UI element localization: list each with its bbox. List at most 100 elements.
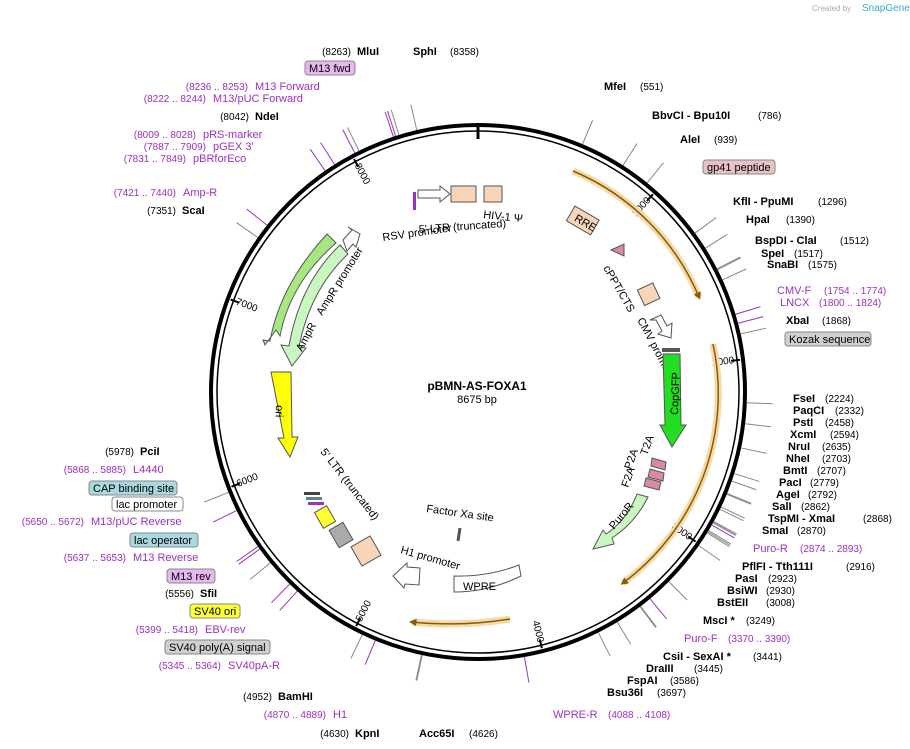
svg-text:lac operator: lac operator — [134, 535, 192, 547]
leader-line-37 — [236, 222, 259, 238]
primer-labels: (8236 .. 8253) M13 Forward (8222 .. 8244… — [22, 81, 887, 721]
site-name-snabi: SnaBI — [767, 259, 798, 271]
primer-pos-prs-marker: (8009 .. 8028) — [134, 130, 196, 141]
site-name-nhei: NheI — [786, 453, 810, 465]
orf-arc-2 — [620, 343, 720, 585]
site-name-paci: PacI — [779, 477, 802, 489]
site-name-xcmi: XcmI — [790, 429, 816, 441]
site-pos-paqci: (2332) — [835, 406, 864, 417]
site-name-smai: SmaI — [762, 525, 788, 537]
site-pos-xbai: (1868) — [822, 316, 851, 327]
site-name-sfii: SfiI — [200, 588, 217, 600]
leader-line-53 — [238, 548, 260, 565]
leader-line-38 — [346, 127, 360, 152]
tick-mark-7 — [353, 158, 360, 168]
box-lac-promoter: lac promoter — [111, 496, 184, 512]
primer-pos-h1: (4870 .. 4889) — [264, 710, 326, 721]
site-pos-fsei: (2224) — [825, 394, 854, 405]
leader-line-55 — [212, 510, 237, 523]
leader-line-47 — [711, 524, 735, 539]
leader-line-5 — [694, 217, 717, 234]
box-lac-operator: lac operator — [129, 532, 199, 548]
primer-pos-pgex3: (7887 .. 7909) — [144, 142, 206, 153]
leader-line-31 — [597, 632, 611, 657]
site-name-pcii: PciI — [140, 446, 160, 458]
primer-name-l4440: L4440 — [133, 464, 164, 476]
site-name-sali: SalI — [772, 501, 792, 513]
primer-name-cmv-f: CMV-F — [777, 285, 812, 297]
site-name-mlui: MluI — [357, 46, 379, 58]
site-pos-mlui: (8263) — [322, 47, 351, 58]
primer-name-ebv-rev: EBV-rev — [205, 624, 246, 636]
site-pos-fspai: (3586) — [670, 676, 699, 687]
feature-ampr-promoter-arrow — [342, 226, 361, 252]
leader-line-51 — [279, 590, 298, 611]
leader-line-1 — [410, 104, 418, 131]
site-pos-paci: (2779) — [810, 478, 839, 489]
site-pos-acc65i: (4626) — [469, 729, 498, 740]
leader-line-4 — [646, 162, 664, 184]
feature-label-f2a: F2A — [620, 465, 638, 489]
leader-line-24 — [707, 531, 731, 546]
leader-line-52 — [271, 583, 291, 604]
feature-label-copgfp: CopGFP — [669, 372, 682, 415]
primer-pos-pbrforeco: (7831 .. 7849) — [124, 154, 186, 165]
feature-sv40-ori-box — [313, 505, 337, 529]
feature-cmv-arrow — [649, 314, 673, 339]
site-name-xbai: XbaI — [786, 315, 809, 327]
feature-cppt-box — [636, 282, 661, 307]
leader-line-6 — [705, 233, 728, 249]
site-pos-bspdi: (1512) — [840, 236, 869, 247]
site-pos-tspmi: (2868) — [863, 514, 892, 525]
feature-wpre-box — [453, 564, 522, 593]
site-pos-spei: (1517) — [794, 249, 823, 260]
primer-name-puro-r: Puro-R — [753, 543, 788, 555]
tick-label-4: 5000 — [354, 598, 374, 623]
site-pos-draiii: (3445) — [694, 664, 723, 675]
feature-ampr-arrow — [280, 244, 349, 367]
site-pos-sphi: (8358) — [450, 47, 479, 58]
plasmid-length: 8675 bp — [457, 394, 497, 406]
box-cap-binding-site: CAP binding site — [88, 480, 178, 496]
site-pos-bmti: (2707) — [817, 466, 846, 477]
site-name-psti: PstI — [793, 417, 813, 429]
primer-name-m13puc-reverse: M13/pUC Reverse — [91, 516, 181, 528]
primer-pos-amp-r: (7421 .. 7440) — [114, 188, 176, 199]
leader-line-32 — [416, 655, 423, 681]
enzyme-labels: (8263) MluI SphI (8358) MfeI (551) BbvCI… — [105, 46, 892, 740]
leader-line-54 — [236, 546, 259, 562]
primer-pos-sv40pa-r: (5345 .. 5364) — [159, 661, 221, 672]
feature-f2a — [643, 477, 662, 491]
site-name-kpni: KpnI — [355, 728, 379, 740]
feature-gp41-arrow — [609, 243, 625, 257]
feature-5ltr-bottom-box — [350, 535, 382, 567]
site-name-spei: SpeI — [761, 248, 784, 260]
site-name-ndei: NdeI — [255, 111, 279, 123]
site-pos-sfii: (5556) — [165, 589, 194, 600]
site-name-paqci: PaqCI — [793, 405, 824, 417]
leader-line-15 — [731, 480, 757, 491]
leader-line-3 — [622, 143, 638, 166]
site-pos-nhei: (2703) — [822, 454, 851, 465]
site-pos-bbvci: (786) — [758, 111, 781, 122]
primer-pos-m13-forward: (8236 .. 8253) — [186, 82, 248, 93]
svg-text:M13 fwd: M13 fwd — [309, 63, 351, 75]
primer-name-wpre-r: WPRE-R — [553, 709, 598, 721]
leader-line-36 — [204, 491, 229, 503]
leader-line-8 — [717, 257, 741, 271]
primer-name-prs-marker: pRS-marker — [203, 129, 263, 141]
leader-line-2 — [582, 119, 594, 145]
site-name-bbvci: BbvCI - Bpu10I — [652, 110, 730, 122]
feature-lac-mark-1 — [304, 492, 320, 495]
leader-line-27 — [668, 581, 688, 601]
feature-factor-xa-mark — [456, 527, 462, 542]
primer-name-m13-forward: M13 Forward — [255, 81, 320, 93]
svg-text:Kozak sequence: Kozak sequence — [789, 334, 870, 346]
primer-name-h1: H1 — [333, 709, 347, 721]
leader-line-11 — [746, 402, 773, 405]
primer-name-pbrforeco: pBRforEco — [193, 153, 246, 165]
site-name-tspmi: TspMI - XmaI — [768, 513, 835, 525]
feature-h1-promoter-arrow — [392, 561, 421, 590]
site-pos-bsu36i: (3697) — [657, 688, 686, 699]
primer-pos-puro-f: (3370 .. 3390) — [728, 634, 790, 645]
